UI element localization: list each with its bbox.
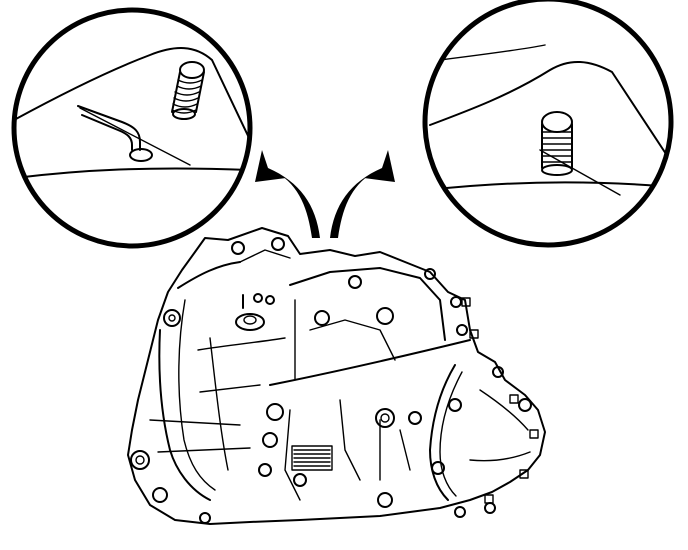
end-cover-rib-2 <box>469 451 531 462</box>
bolt-bosses <box>130 237 532 524</box>
rib-3 <box>149 419 241 426</box>
vent-tube-inner <box>81 114 133 151</box>
housing-ridge-upper <box>439 44 546 61</box>
arrow-body-left <box>255 150 320 238</box>
end-cover-rib <box>479 389 529 431</box>
spring-plug-installed-view <box>541 111 573 176</box>
rib-2 <box>199 384 261 393</box>
left-detail-circle <box>11 7 253 249</box>
rib-1 <box>197 337 286 351</box>
spring-plug-exploded <box>171 61 205 120</box>
vent-grille <box>291 445 333 471</box>
case-ribs-lower <box>339 399 411 481</box>
arrow-body-right <box>330 150 395 238</box>
case-upper <box>289 267 446 341</box>
rib-5 <box>209 337 229 471</box>
right-detail-circle <box>422 0 674 248</box>
main-rib <box>269 339 471 386</box>
housing-edge <box>427 181 661 191</box>
housing-outline <box>127 227 546 525</box>
vent-tube-base <box>129 148 153 162</box>
case-detail <box>294 299 396 381</box>
housing-contour <box>14 47 250 141</box>
housing-contour <box>429 60 671 161</box>
top-lip <box>239 249 291 263</box>
end-cover-seam <box>429 364 456 501</box>
bell-housing-inner <box>178 299 216 491</box>
left-detail-view <box>11 7 253 249</box>
right-arrow <box>330 150 395 238</box>
bolt-heads <box>461 297 539 504</box>
vent-tube <box>77 105 141 151</box>
housing-ridge <box>539 149 621 196</box>
vent-tube-boss <box>235 313 265 331</box>
case-rib-left <box>284 409 301 501</box>
right-detail-view <box>422 0 674 248</box>
left-arrow <box>255 150 320 238</box>
bell-housing-flange <box>158 261 241 501</box>
housing-ridge <box>79 107 191 166</box>
end-cover-seam-inner <box>439 371 463 497</box>
vent-tube-hole <box>243 315 257 325</box>
rib-4 <box>157 447 251 453</box>
housing-edge <box>14 167 250 179</box>
transaxle-housing <box>127 227 546 525</box>
